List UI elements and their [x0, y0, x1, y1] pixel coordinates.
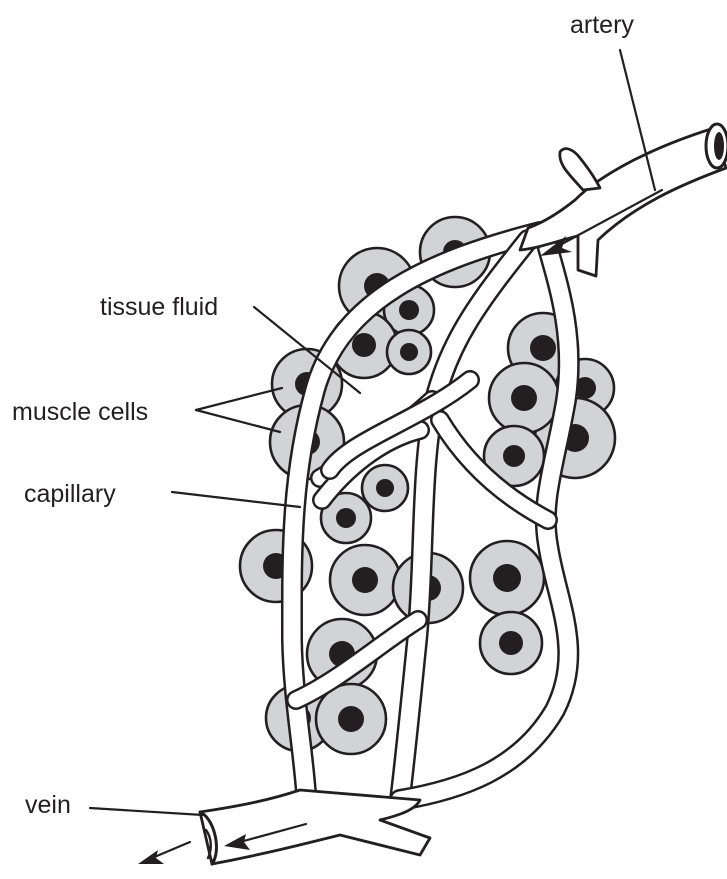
- artery-vessel: [520, 124, 727, 276]
- outflow-arrow: [152, 842, 190, 858]
- label-vein: vein: [25, 791, 71, 819]
- muscle-cell: [470, 541, 544, 615]
- leader-muscle-cells-lower: [196, 410, 280, 432]
- muscle-cell: [387, 330, 431, 374]
- leader-vein: [90, 808, 203, 815]
- leader-capillary: [172, 492, 300, 507]
- label-artery: artery: [570, 11, 634, 39]
- muscle-cell: [480, 612, 542, 674]
- label-capillary: capillary: [24, 480, 116, 508]
- muscle-cell: [489, 363, 559, 433]
- muscle-cell: [330, 545, 400, 615]
- label-tissue-fluid: tissue fluid: [100, 293, 218, 321]
- vein-vessel: [138, 790, 430, 864]
- label-muscle-cells: muscle cells: [12, 398, 148, 426]
- outflow-arrowhead-icon: [138, 850, 164, 864]
- leader-muscle-cells-upper: [196, 388, 282, 410]
- muscle-cell: [362, 465, 408, 511]
